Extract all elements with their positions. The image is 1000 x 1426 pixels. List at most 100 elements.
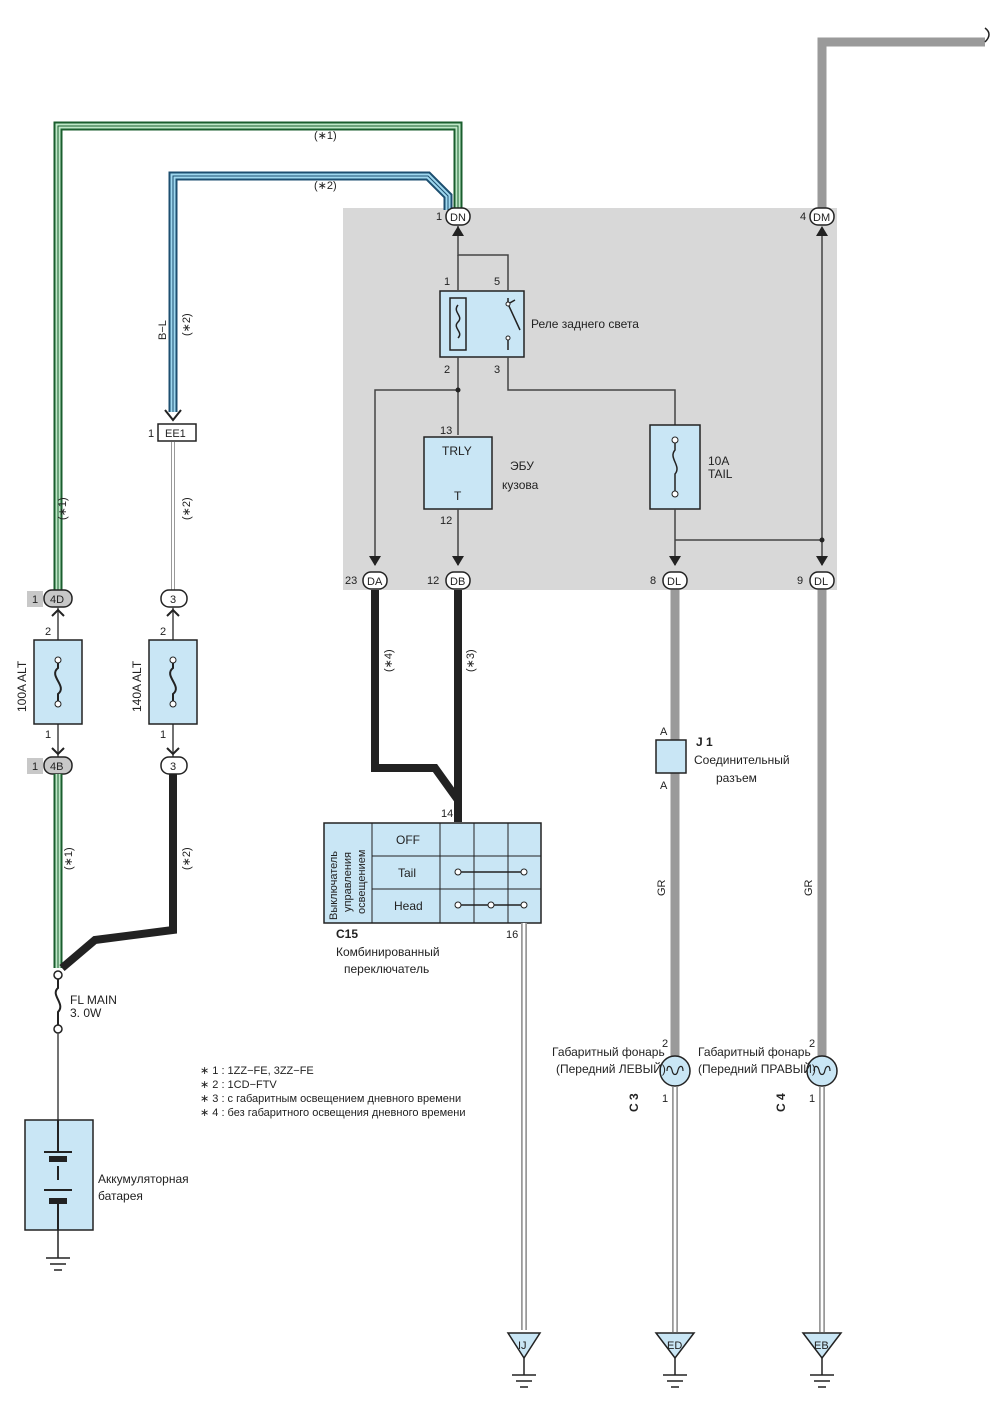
wire-note-da: (∗4) xyxy=(383,649,395,672)
j1-code: J 1 xyxy=(696,735,713,749)
ecu-pin-13: 13 xyxy=(440,425,452,437)
gr-right: GR xyxy=(803,879,815,896)
ecu-t: T xyxy=(454,489,462,503)
fuse100-pin2: 2 xyxy=(45,626,51,638)
pin-dl-9: DL xyxy=(814,576,828,588)
c4d-pin-bg xyxy=(27,591,43,607)
pin-db: DB xyxy=(450,576,465,588)
connector-dn xyxy=(445,207,471,226)
connector-dl-9 xyxy=(809,571,835,590)
switch-name-1: Комбинированный xyxy=(336,945,440,959)
fuse-100a-label: 100A ALT xyxy=(15,660,29,712)
pin-da: DA xyxy=(367,576,383,588)
lamp-left-pin1: 1 xyxy=(662,1093,668,1105)
ecu-pin-12: 12 xyxy=(440,515,452,527)
fl-main-fuse xyxy=(54,979,62,1025)
c3-top-connector xyxy=(160,589,188,608)
switch-vertical-3: освещением xyxy=(356,850,368,914)
relay-pin-2: 2 xyxy=(444,364,450,376)
wire-black-140a xyxy=(59,774,177,972)
lamp-left-1: Габаритный фонарь xyxy=(552,1045,665,1059)
arrow-ee1 xyxy=(164,409,182,422)
lamp-left-pin2: 2 xyxy=(662,1038,668,1050)
c3-top-label: 3 xyxy=(170,594,176,606)
c4d-label: 4D xyxy=(50,594,64,606)
wire-note-lower-left: (∗1) xyxy=(63,847,75,870)
c4d-pin: 1 xyxy=(32,594,38,606)
wire-note-mid-right: (∗2) xyxy=(181,497,193,520)
j1-pin-a-bot: A xyxy=(660,780,668,792)
lamp-left-icon xyxy=(659,1055,691,1087)
battery-ground-icon xyxy=(46,1230,70,1271)
ground-eb-icon xyxy=(801,1332,843,1388)
lamp-right-2: (Передний ПРАВЫЙ) xyxy=(698,1061,816,1076)
relay-pin-1: 1 xyxy=(444,276,450,288)
body-ecu-box xyxy=(423,436,493,510)
pin-da-num: 23 xyxy=(345,575,357,587)
pin-dm-num: 4 xyxy=(800,211,806,223)
ground-ij-icon xyxy=(506,1332,542,1388)
lamp-right-code: C 4 xyxy=(774,1093,788,1112)
j1-name-1: Соединительный xyxy=(694,753,790,767)
c3-bottom-label: 3 xyxy=(170,761,176,773)
legend-2: ∗ 2 : 1CD−FTV xyxy=(200,1079,277,1091)
wire-note-db: (∗3) xyxy=(465,649,477,672)
light-switch xyxy=(323,822,542,924)
wire-note-lower-right: (∗2) xyxy=(181,847,193,870)
ground-ed-icon xyxy=(654,1332,696,1388)
pin-dn: DN xyxy=(450,212,466,224)
ecu-trly: TRLY xyxy=(442,444,472,458)
switch-vertical-1: Выключатель xyxy=(328,851,340,920)
relay-pin-3: 3 xyxy=(494,364,500,376)
lamp-right-pin1: 1 xyxy=(809,1093,815,1105)
gr-left: GR xyxy=(656,879,668,896)
pin-dl9-num: 9 xyxy=(797,575,803,587)
c4b-pin: 1 xyxy=(32,761,38,773)
connector-dm xyxy=(809,207,835,226)
junction-j1 xyxy=(655,739,687,774)
pin-dn-num: 1 xyxy=(436,211,442,223)
ee1-pin: 1 xyxy=(148,428,154,440)
legend-4: ∗ 4 : без габаритного освещения дневного… xyxy=(200,1107,466,1119)
switch-code: C15 xyxy=(336,927,358,941)
switch-tail: Tail xyxy=(398,866,416,880)
ee1-connector xyxy=(157,423,197,442)
ecu-label-1: ЭБУ xyxy=(510,459,534,473)
j1-name-2: разъем xyxy=(716,771,757,785)
lamp-left-2: (Передний ЛЕВЫЙ) xyxy=(556,1061,666,1076)
pin-dl8-num: 8 xyxy=(650,575,656,587)
battery-label-1: Аккумуляторная xyxy=(98,1172,189,1186)
legend: ∗ 1 : 1ZZ−FE, 3ZZ−FE ∗ 2 : 1CD−FTV ∗ 3 :… xyxy=(200,1065,466,1119)
fuse100-pin1: 1 xyxy=(45,729,51,741)
wire-blue-2 xyxy=(168,171,453,412)
wire-break-mark xyxy=(984,27,990,43)
relay-pin-5: 5 xyxy=(494,276,500,288)
legend-3: ∗ 3 : с габаритным освещением дневного в… xyxy=(200,1093,461,1105)
body-ecu-area xyxy=(343,208,837,590)
lamp-left-code: C 3 xyxy=(627,1093,641,1112)
lamp-right-pin2: 2 xyxy=(809,1038,815,1050)
wire-green-1 xyxy=(53,121,463,596)
wire-note-1-top: (∗1) xyxy=(314,130,337,142)
pin-db-num: 12 xyxy=(427,575,439,587)
ground-ij: IJ xyxy=(518,1340,527,1352)
connector-dl-8 xyxy=(662,571,688,590)
pin-dm: DM xyxy=(813,212,830,224)
switch-name-2: переключатель xyxy=(344,962,429,976)
pin-dl-8: DL xyxy=(667,576,681,588)
wire-note-2-top: (∗2) xyxy=(314,180,337,192)
ground-ed: ED xyxy=(667,1340,682,1352)
fl-main-label-1: FL MAIN xyxy=(70,993,117,1007)
wire-note-mid-left: (∗1) xyxy=(57,497,69,520)
switch-head: Head xyxy=(394,899,423,913)
switch-pin-16: 16 xyxy=(506,929,518,941)
fuse-140a-label: 140A ALT xyxy=(130,660,144,712)
fuse140-pin1: 1 xyxy=(160,729,166,741)
fuse-tail-2: TAIL xyxy=(708,467,733,481)
wire-bl-note: (∗2) xyxy=(181,313,193,336)
wire-dm-top xyxy=(817,37,985,215)
switch-vertical-2: управления xyxy=(342,852,354,912)
lamp-right-icon xyxy=(806,1055,838,1087)
lamp-right-1: Габаритный фонарь xyxy=(698,1045,811,1059)
